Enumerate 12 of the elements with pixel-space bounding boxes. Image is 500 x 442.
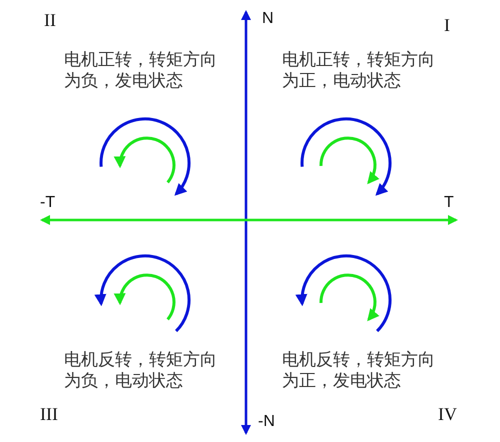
quadrant-number: III <box>40 404 58 425</box>
quadrant-description: 电机正转，转矩方向为正，电动状态 <box>282 50 436 92</box>
quadrant-description: 电机反转，转矩方向为负，电动状态 <box>64 350 218 392</box>
quadrant-description: 电机正转，转矩方向为负，发电状态 <box>64 50 218 92</box>
axis-label: T <box>444 194 454 212</box>
axis-label: -T <box>40 194 56 212</box>
axis-label: -N <box>258 413 275 431</box>
quadrant-number: II <box>44 10 56 31</box>
axis-label: N <box>262 10 274 28</box>
quadrant-number: IV <box>438 404 457 425</box>
quadrant-number: I <box>444 15 450 36</box>
quadrant-description: 电机反转，转矩方向为正，发电状态 <box>282 350 436 392</box>
